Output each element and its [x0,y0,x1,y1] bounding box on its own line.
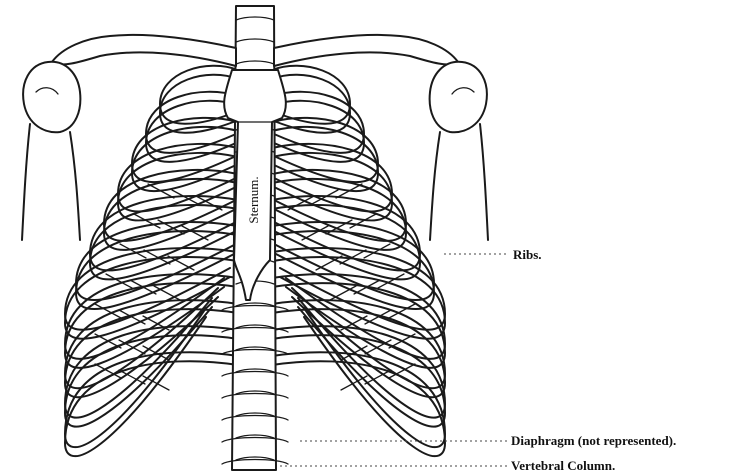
right-shoulder [430,62,488,240]
left-ribs [65,66,238,456]
rib-hatch-line [354,280,380,294]
rib-hatch-line [330,286,356,300]
diaphragm-label: Diaphragm (not represented). [511,434,676,447]
ribs-label: Ribs. [513,248,542,261]
left-clavicle [52,35,236,66]
sternum-label: Sternum. [246,176,261,223]
vertebral-column-label: Vertebral Column. [511,459,615,472]
right-clavicle [274,35,458,66]
left-shoulder [22,62,80,240]
right-ribs [272,66,445,456]
rib-hatch-line [130,280,156,294]
rib-hatch-line [154,286,180,300]
